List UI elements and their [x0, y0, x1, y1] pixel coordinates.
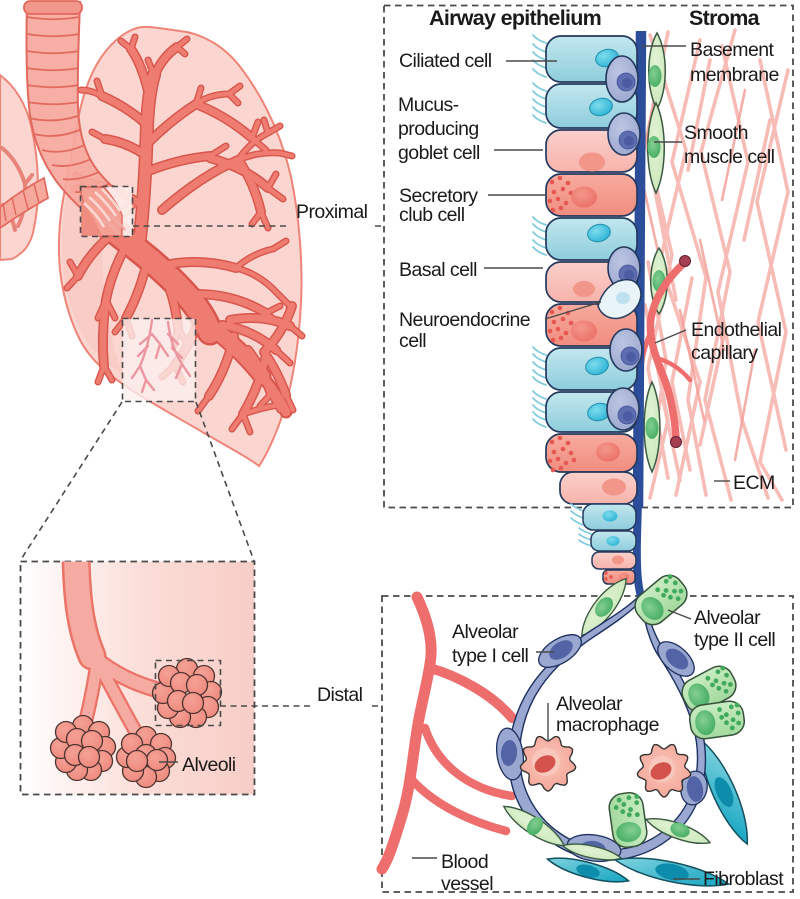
- svg-text:Proximal: Proximal: [296, 201, 368, 223]
- svg-text:Ciliated cell: Ciliated cell: [399, 50, 492, 72]
- svg-text:Basal cell: Basal cell: [399, 259, 477, 281]
- svg-text:muscle cell: muscle cell: [684, 146, 775, 168]
- svg-text:Distal: Distal: [317, 684, 363, 706]
- svg-text:Mucus-: Mucus-: [398, 94, 459, 116]
- svg-text:Alveolar: Alveolar: [694, 607, 761, 629]
- svg-text:Smooth: Smooth: [684, 122, 748, 144]
- svg-text:ECM: ECM: [733, 472, 775, 494]
- svg-text:Neuroendocrine: Neuroendocrine: [399, 309, 530, 331]
- svg-text:membrane: membrane: [690, 64, 779, 86]
- svg-text:Airway epithelium: Airway epithelium: [429, 6, 601, 30]
- svg-text:type I cell: type I cell: [452, 645, 529, 667]
- svg-text:Fibroblast: Fibroblast: [703, 868, 784, 890]
- svg-text:type II cell: type II cell: [694, 629, 775, 651]
- svg-text:macrophage: macrophage: [556, 714, 659, 736]
- svg-text:club cell: club cell: [399, 204, 465, 226]
- svg-text:Basement: Basement: [690, 39, 775, 61]
- svg-text:cell: cell: [399, 330, 426, 352]
- svg-text:Alveolar: Alveolar: [452, 621, 519, 643]
- svg-text:vessel: vessel: [441, 873, 493, 895]
- svg-text:Secretory: Secretory: [399, 185, 478, 207]
- svg-text:Endothelial: Endothelial: [691, 319, 782, 341]
- svg-text:capillary: capillary: [691, 342, 758, 364]
- svg-text:Alveoli: Alveoli: [182, 754, 236, 776]
- svg-text:goblet cell: goblet cell: [398, 142, 480, 164]
- svg-text:producing: producing: [398, 118, 479, 140]
- svg-text:Alveolar: Alveolar: [556, 693, 623, 715]
- svg-text:Blood: Blood: [441, 851, 488, 873]
- svg-text:Stroma: Stroma: [689, 6, 761, 30]
